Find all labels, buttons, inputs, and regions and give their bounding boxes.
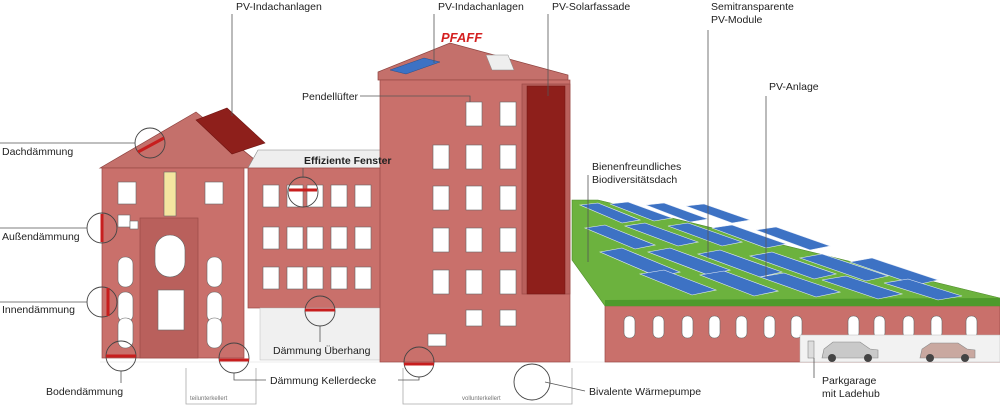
car-right (919, 342, 976, 362)
solar-modules (578, 201, 963, 301)
label-dachdaemmung: Dachdämmung (2, 146, 73, 158)
label-daemmung-kellerdecke: Dämmung Kellerdecke (270, 375, 376, 387)
basement-brackets (185, 368, 573, 405)
label-pv-solarfassade: PV-Solarfassade (552, 1, 630, 13)
label-parkgarage: Parkgarage (822, 375, 876, 387)
label-semitransparente: Semitransparente (711, 1, 794, 13)
charging-station-icon (807, 340, 815, 359)
label-biodiversitaetsdach: Biodiversitätsdach (592, 174, 677, 186)
label-bivalente-waermepumpe: Bivalente Wärmepumpe (589, 386, 701, 398)
tower-building: PFAFF (377, 30, 571, 363)
label-pv-anlage: PV-Anlage (769, 81, 819, 93)
green-roof (571, 199, 1000, 307)
teilunterkellert-label: teilunterkellert (190, 396, 228, 402)
label-effiziente-fenster: Effiziente Fenster (304, 155, 392, 167)
label-bienenfreundliches: Bienenfreundliches (592, 161, 681, 173)
label-pv-indachanlagen-2: PV-Indachanlagen (438, 1, 524, 13)
label-pv-module: PV-Module (711, 14, 763, 26)
leader-lines (0, 14, 815, 392)
label-aussendaemmung: Außendämmung (2, 231, 80, 243)
label-ladehub: mit Ladehub (822, 388, 880, 400)
label-pendelluefter: Pendellüfter (302, 91, 359, 103)
brand-sign: PFAFF (441, 30, 483, 45)
left-building (98, 107, 266, 359)
hall-windows (623, 315, 978, 339)
label-pv-indachanlagen-1: PV-Indachanlagen (236, 1, 322, 13)
label-innendaemmung: Innendämmung (2, 304, 75, 316)
car-left (821, 341, 879, 362)
label-daemmung-ueberhang: Dämmung Überhang (273, 345, 371, 357)
vollunterkellert-label: vollunterkellert (462, 396, 501, 402)
label-bodendaemmung: Bodendämmung (46, 386, 123, 398)
labels: PV-Indachanlagen PV-Indachanlagen PV-Sol… (2, 1, 880, 400)
detail-circles (86, 127, 551, 401)
